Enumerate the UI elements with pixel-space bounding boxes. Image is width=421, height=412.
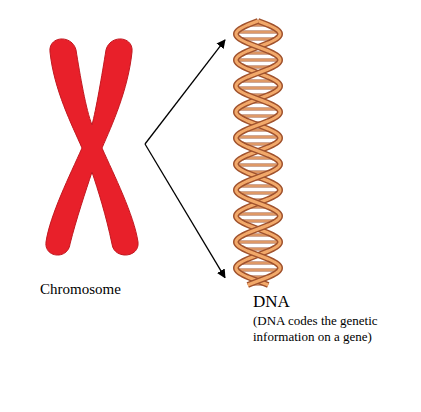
base-pair-rung bbox=[237, 31, 280, 32]
base-pair-rung bbox=[236, 164, 280, 167]
dna-strand bbox=[236, 21, 280, 285]
dna-helix bbox=[236, 21, 280, 285]
dna-note: (DNA codes the genetic information on a … bbox=[253, 313, 381, 346]
dna-strand bbox=[236, 21, 280, 285]
base-pair-rung bbox=[236, 59, 280, 62]
dna-strand bbox=[236, 21, 280, 285]
chromosome-shape bbox=[46, 39, 138, 255]
dna-strand bbox=[236, 21, 280, 285]
arrow-connector bbox=[145, 40, 225, 144]
base-pair-rung bbox=[236, 241, 280, 244]
base-pair-rung bbox=[236, 241, 280, 242]
base-pair-rung bbox=[236, 59, 280, 60]
chromosome-label: Chromosome bbox=[40, 280, 160, 299]
base-pair-rung bbox=[237, 87, 280, 90]
base-pair-rung bbox=[237, 213, 280, 216]
dna-label: DNA bbox=[253, 291, 403, 312]
base-pair-rung bbox=[236, 164, 280, 165]
base-pair-rung bbox=[237, 213, 280, 214]
base-pair-rung bbox=[237, 87, 280, 88]
chromosome-illustration bbox=[40, 30, 145, 315]
arrow-connector bbox=[145, 144, 225, 278]
base-pair-rung bbox=[237, 269, 280, 270]
base-pair-rung bbox=[236, 136, 280, 137]
dna-figure: DNA(DNA codes the genetic information on… bbox=[225, 15, 415, 375]
base-pair-rung bbox=[237, 108, 278, 109]
chromosome-figure: Chromosome bbox=[40, 30, 145, 315]
base-pair-rung bbox=[237, 31, 280, 34]
base-pair-rung bbox=[237, 269, 280, 272]
base-pair-rung bbox=[236, 136, 280, 139]
base-pair-rung bbox=[237, 192, 278, 193]
